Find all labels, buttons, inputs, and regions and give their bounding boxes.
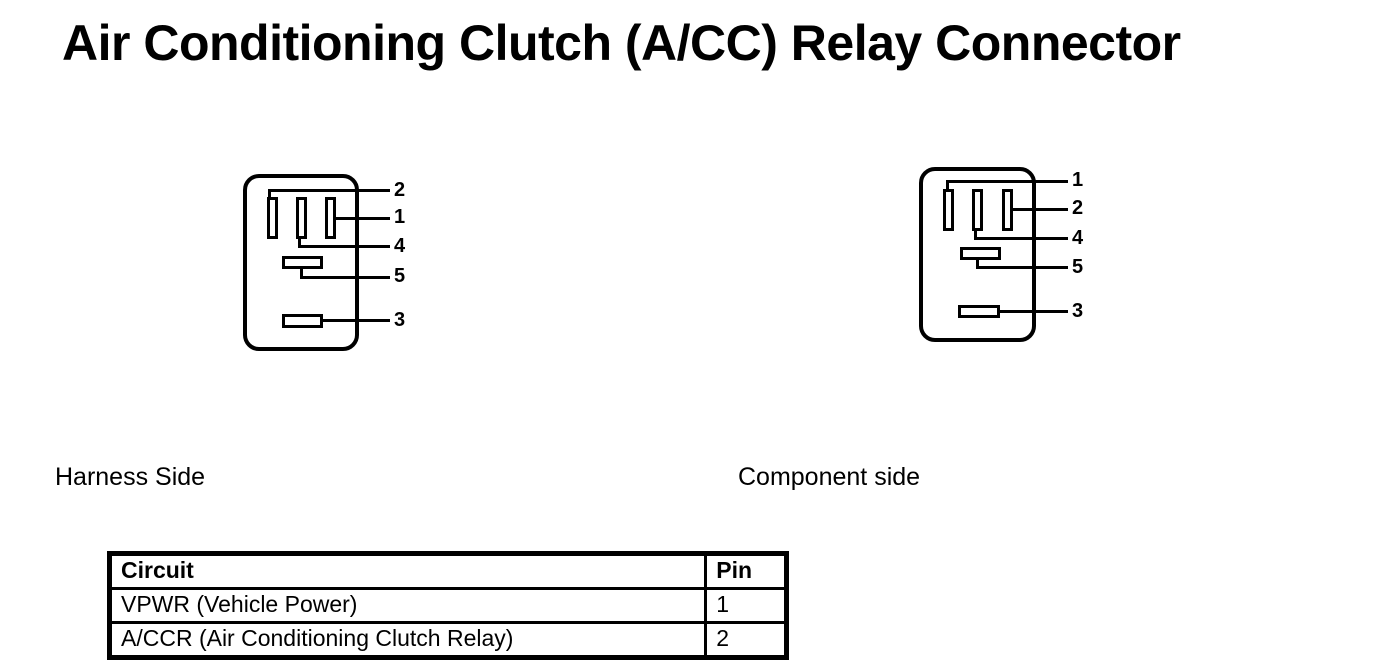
harness-pin-label-2: 2 [394,179,406,201]
harness-pin-label-4: 4 [394,235,406,257]
component-pin1-leader-line [946,180,1068,183]
harness-pin2-leader-line [268,189,271,200]
pin-column-header: Pin [704,552,788,590]
harness-pin4-leader-line [298,237,301,248]
component-pin-label-2: 2 [1072,197,1084,219]
component-pin2-leader-line [1011,208,1068,211]
harness-pin4-slot [296,197,307,239]
circuit-cell: VPWR (Vehicle Power) [108,587,708,624]
circuit-cell: A/CCR (Air Conditioning Clutch Relay) [108,621,708,659]
component-pin1-slot [943,189,954,231]
component-pin5-leader-line [976,266,1068,269]
component-pin2-slot [1002,189,1013,231]
harness-pin-label-3: 3 [394,309,406,331]
component-pin4-slot [972,189,983,231]
harness-pin1-slot [325,197,336,239]
harness-pin3-slot [282,314,323,328]
component-pin-label-1: 1 [1072,169,1084,191]
circuit-column-header: Circuit [108,552,708,590]
component-pin-label-5: 5 [1072,256,1084,278]
table-header-row: Circuit Pin [108,552,788,590]
harness-pin1-leader-line [334,217,390,220]
harness-pin5-slot [282,256,323,269]
harness-pin5-leader-line [300,276,390,279]
table-row: VPWR (Vehicle Power) 1 [108,587,788,624]
harness-pin-label-5: 5 [394,265,406,287]
pin-cell: 2 [704,621,788,659]
component-pin3-slot [958,305,1000,318]
page-title: Air Conditioning Clutch (A/CC) Relay Con… [62,15,1181,71]
harness-pin5-leader-line [300,267,303,279]
harness-pin2-slot [267,197,278,239]
pin-cell: 1 [704,587,788,624]
table-row: A/CCR (Air Conditioning Clutch Relay) 2 [108,621,788,659]
component-pin5-leader-line [976,258,979,269]
component-pin4-leader-line [974,237,1068,240]
harness-pin4-leader-line [298,245,390,248]
circuit-pin-table: Circuit Pin VPWR (Vehicle Power) 1 A/CCR… [107,551,789,660]
component-pin4-leader-line [974,229,977,240]
component-pin5-slot [960,247,1001,260]
component-pin1-leader-line [946,180,949,191]
harness-pin2-leader-line [268,189,390,192]
component-side-label: Component side [738,463,921,491]
harness-pin-label-1: 1 [394,206,406,228]
component-pin-label-4: 4 [1072,227,1084,249]
harness-pin3-leader-line [321,319,390,322]
component-pin3-leader-line [998,310,1068,313]
component-pin-label-3: 3 [1072,300,1084,322]
harness-side-label: Harness Side [55,463,206,491]
